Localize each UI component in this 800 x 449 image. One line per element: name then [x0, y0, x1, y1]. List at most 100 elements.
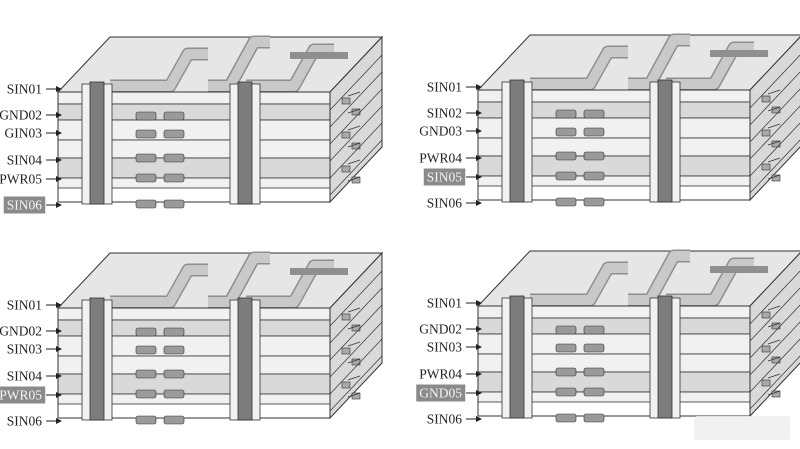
- via-barrel-2: [237, 297, 253, 421]
- via-barrel-1: [509, 79, 525, 203]
- front-face-outline: [477, 305, 751, 417]
- side-arrow: [767, 140, 781, 146]
- layer-label-2: SIN02: [427, 106, 462, 121]
- layer-label-4: SIN04: [7, 369, 43, 384]
- layer-label-5: PWR05: [0, 388, 42, 403]
- side-pad: [771, 390, 781, 398]
- via-barrel-1: [89, 297, 105, 421]
- side-arrow: [767, 356, 781, 362]
- side-arrow: [347, 125, 361, 131]
- watermark-overlay: [694, 416, 790, 440]
- side-pad: [351, 324, 361, 332]
- layer-arrow-head: [476, 344, 482, 350]
- side-pad: [771, 106, 781, 114]
- side-pad: [341, 313, 351, 321]
- layer-label-2: GND02: [0, 324, 42, 339]
- top-trace-fill-3: [666, 259, 754, 305]
- buried-pad: [555, 387, 577, 397]
- layer-label-4: PWR04: [419, 367, 462, 382]
- top-trace-fill-1: [530, 263, 628, 305]
- via-barrel-2: [237, 81, 253, 205]
- top-trace-fill-2: [628, 251, 690, 305]
- layer-arrow-head: [476, 84, 482, 90]
- buried-pad: [163, 415, 185, 425]
- buried-pad: [163, 345, 185, 355]
- side-arrow: [767, 322, 781, 328]
- front-face-outline: [477, 89, 751, 201]
- side-pad: [771, 174, 781, 182]
- layer-label-5: PWR05: [0, 172, 42, 187]
- buried-pad: [135, 129, 157, 139]
- side-pad: [771, 140, 781, 148]
- layer-arrow-head: [476, 110, 482, 116]
- layer-arrow-head: [56, 86, 62, 92]
- side-arrow: [767, 174, 781, 180]
- layer-arrow-head: [476, 174, 482, 180]
- layer-label-1: SIN01: [427, 296, 462, 311]
- side-layer-line: [329, 122, 383, 179]
- layer-label-6: SIN06: [427, 196, 463, 211]
- layer-label-5: SIN05: [427, 170, 463, 185]
- buried-pad: [163, 173, 185, 183]
- buried-pad: [583, 387, 605, 397]
- buried-pad: [555, 127, 577, 137]
- layer-label-4: SIN04: [7, 153, 43, 168]
- top-trace-fill-2: [628, 35, 690, 89]
- side-pad: [761, 345, 771, 353]
- layer-arrow-head: [476, 300, 482, 306]
- layer-label-3: GIN03: [5, 126, 43, 141]
- side-layer-line: [749, 270, 800, 325]
- buried-pad: [163, 327, 185, 337]
- buried-pad: [163, 129, 185, 139]
- side-arrow: [767, 89, 781, 95]
- buried-pad: [555, 413, 577, 423]
- layer-label-5: GND05: [419, 386, 462, 401]
- top-trace-fill-3: [246, 261, 334, 307]
- side-pad: [761, 379, 771, 387]
- side-layer-line: [749, 355, 800, 410]
- side-layer-line: [749, 122, 800, 177]
- layer-label-1: SIN01: [7, 298, 42, 313]
- buried-pad: [135, 153, 157, 163]
- buried-pad: [163, 389, 185, 399]
- top-trace-fill-1: [530, 47, 628, 89]
- layer-arrow-head: [56, 130, 62, 136]
- buried-pad: [583, 367, 605, 377]
- layer-arrow-head: [476, 128, 482, 134]
- buried-pad: [163, 153, 185, 163]
- buried-pad: [135, 111, 157, 121]
- side-arrow: [347, 307, 361, 313]
- side-layer-line: [329, 88, 383, 145]
- buried-pad: [555, 325, 577, 335]
- side-layer-line: [749, 321, 800, 376]
- front-face-outline: [57, 307, 331, 419]
- layer-arrow-head: [56, 157, 62, 163]
- buried-pad: [583, 151, 605, 161]
- buried-pad: [555, 109, 577, 119]
- buried-pad: [583, 197, 605, 207]
- side-layer-line: [749, 139, 800, 194]
- side-pad: [341, 381, 351, 389]
- buried-pad: [135, 173, 157, 183]
- buried-pad: [583, 343, 605, 353]
- buried-pad: [135, 327, 157, 337]
- side-pad: [341, 131, 351, 139]
- layer-label-6: SIN06: [7, 198, 43, 213]
- side-arrow: [767, 339, 781, 345]
- side-layer-line: [329, 304, 383, 361]
- buried-pad: [583, 413, 605, 423]
- layer-label-6: SIN06: [427, 412, 463, 427]
- side-pad: [351, 176, 361, 184]
- top-trace-dark-band: [290, 52, 348, 59]
- buried-pad: [583, 325, 605, 335]
- side-arrow: [347, 142, 361, 148]
- side-pad: [341, 165, 351, 173]
- top-trace-fill-3: [666, 43, 754, 89]
- side-pad: [351, 358, 361, 366]
- side-arrow: [347, 324, 361, 330]
- layer-arrow-head: [476, 371, 482, 377]
- top-trace-dark-band: [710, 50, 768, 57]
